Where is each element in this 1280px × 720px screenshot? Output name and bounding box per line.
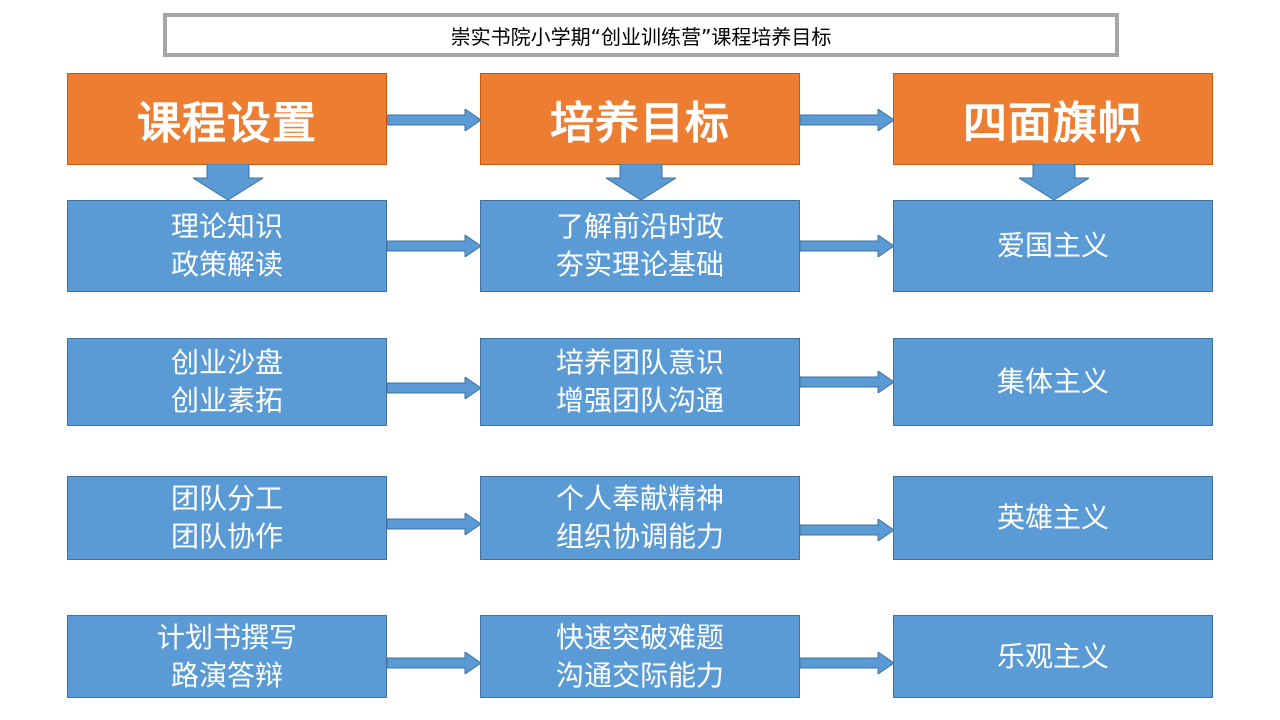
course-line: 政策解读 [170, 248, 283, 281]
header-training-goals: 培养目标 [480, 73, 800, 165]
flag-label: 爱国主义 [996, 229, 1109, 262]
goal-line: 组织协调能力 [555, 520, 724, 553]
flag-label: 集体主义 [996, 365, 1109, 398]
down-arrow-2-icon [606, 164, 676, 200]
header-course-settings: 课程设置 [67, 73, 387, 165]
row3-arrow-2-icon [800, 519, 894, 541]
goal-line: 夯实理论基础 [555, 248, 724, 281]
header-arrow-1-icon [387, 109, 481, 131]
flag-box-1: 爱国主义 [893, 200, 1213, 292]
row2-arrow-1-icon [387, 377, 481, 399]
course-box-3: 团队分工 团队协作 [67, 476, 387, 560]
course-box-2: 创业沙盘 创业素拓 [67, 338, 387, 426]
course-box-1: 理论知识 政策解读 [67, 200, 387, 292]
header-arrow-2-icon [800, 109, 894, 131]
flag-label: 乐观主义 [996, 639, 1109, 673]
course-line: 路演答辩 [170, 658, 283, 692]
course-line: 创业沙盘 [170, 346, 283, 379]
course-line: 团队协作 [170, 520, 283, 553]
row3-arrow-1-icon [387, 513, 481, 535]
down-arrow-1-icon [193, 164, 263, 200]
flag-box-2: 集体主义 [893, 338, 1213, 426]
diagram-title: 崇实书院小学期“创业训练营”课程培养目标 [163, 13, 1119, 57]
flag-box-4: 乐观主义 [893, 615, 1213, 698]
flag-box-3: 英雄主义 [893, 476, 1213, 560]
row1-arrow-2-icon [800, 235, 894, 257]
goal-line: 沟通交际能力 [555, 658, 724, 692]
goal-line: 快速突破难题 [555, 620, 724, 654]
header-four-flags: 四面旗帜 [893, 73, 1213, 165]
course-line: 创业素拓 [170, 384, 283, 417]
goal-line: 个人奉献精神 [555, 482, 724, 515]
course-line: 理论知识 [170, 210, 283, 243]
goal-box-3: 个人奉献精神 组织协调能力 [480, 476, 800, 560]
down-arrow-3-icon [1019, 164, 1089, 200]
course-line: 计划书撰写 [156, 620, 297, 654]
row2-arrow-2-icon [800, 371, 894, 393]
goal-line: 培养团队意识 [555, 346, 724, 379]
goal-box-1: 了解前沿时政 夯实理论基础 [480, 200, 800, 292]
course-box-4: 计划书撰写 路演答辩 [67, 615, 387, 698]
row1-arrow-1-icon [387, 235, 481, 257]
goal-line: 增强团队沟通 [555, 384, 724, 417]
row4-arrow-1-icon [387, 652, 481, 674]
goal-line: 了解前沿时政 [555, 210, 724, 243]
goal-box-2: 培养团队意识 增强团队沟通 [480, 338, 800, 426]
goal-box-4: 快速突破难题 沟通交际能力 [480, 615, 800, 698]
course-line: 团队分工 [170, 482, 283, 515]
row4-arrow-2-icon [800, 652, 894, 674]
flag-label: 英雄主义 [996, 501, 1109, 534]
